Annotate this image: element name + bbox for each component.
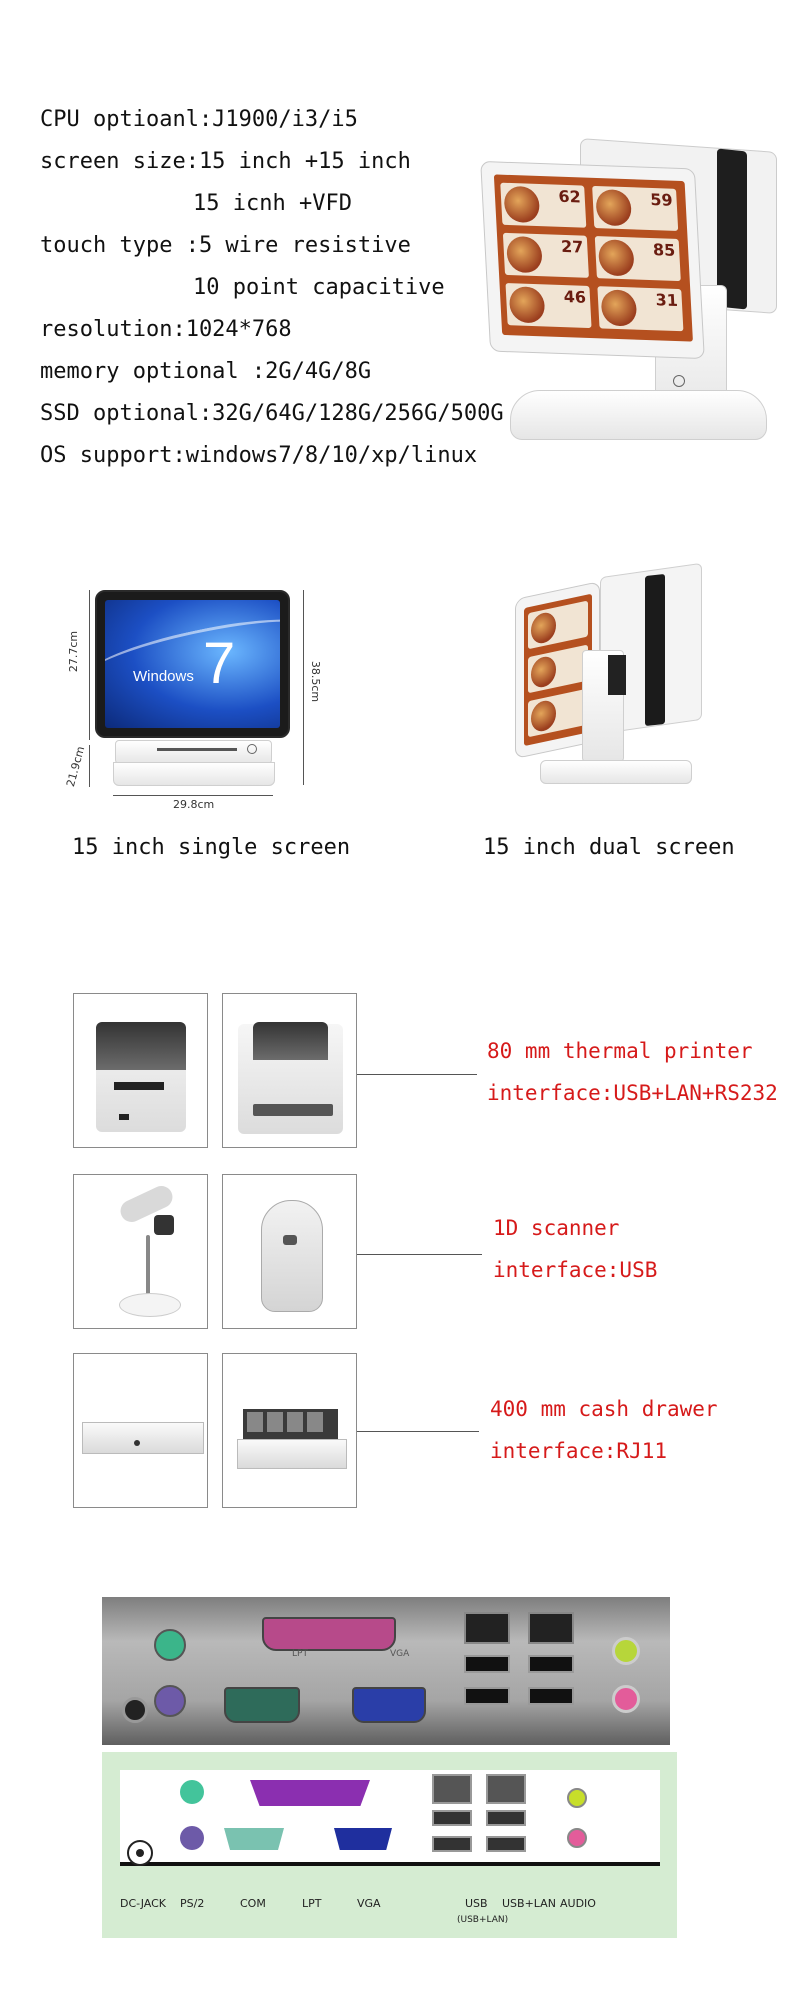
com-diagram-icon [224, 1828, 284, 1850]
spec-touch-type-alt: 10 point capacitive [193, 275, 445, 300]
port-label-dc-jack: DC-JACK [120, 1897, 167, 1910]
hero-pos-terminal: 62 59 27 85 46 31 [480, 135, 780, 445]
back-panel-photo: LPT VGA [102, 1597, 670, 1745]
port-label-vga: VGA [357, 1897, 381, 1910]
com-port-icon [224, 1687, 300, 1723]
power-button-icon [247, 744, 257, 754]
lan-port-icon [464, 1612, 510, 1644]
usb-diagram-icon [486, 1810, 526, 1826]
port-label-ps2: PS/2 [180, 1897, 205, 1910]
port-label-com: COM [240, 1897, 266, 1910]
lan-port-icon [528, 1612, 574, 1644]
scanner-interface: interface:USB [493, 1258, 658, 1282]
windows-number: 7 [203, 631, 236, 696]
spec-os: OS support:windows7/8/10/xp/linux [40, 443, 478, 468]
menu-price: 85 [652, 240, 676, 260]
vga-port-icon [352, 1687, 426, 1723]
windows-screen: Windows 7 [105, 600, 280, 728]
spec-screen-size-alt: 15 icnh +VFD [193, 191, 352, 216]
audio-pink-port-icon [612, 1685, 640, 1713]
power-button-icon [673, 375, 685, 387]
spec-screen-size: screen size:15 inch +15 inch [40, 149, 411, 174]
dc-jack-port-icon [122, 1697, 148, 1723]
scanner-title: 1D scanner [493, 1216, 620, 1240]
single-screen-caption: 15 inch single screen [72, 835, 351, 860]
usb-port-icon [528, 1655, 574, 1673]
audio-out-diagram-icon [567, 1788, 587, 1808]
dimension-height: 27.7cm [67, 630, 81, 673]
scanner-stand-photo [73, 1174, 208, 1329]
ps2-mouse-diagram-icon [180, 1780, 204, 1804]
printer-front-photo [73, 993, 208, 1148]
photo-lpt-label: LPT [292, 1649, 308, 1659]
menu-price: 59 [649, 189, 674, 210]
port-diagram: DC-JACK PS/2 COM LPT VGA USB (USB+LAN) U… [102, 1752, 677, 1938]
dc-jack-diagram-icon [127, 1840, 153, 1866]
single-screen-product: Windows 7 27.7cm 38.5cm 21.9cm 29.8cm [64, 580, 325, 811]
dual-screen-caption: 15 inch dual screen [483, 835, 735, 860]
spec-resolution: resolution:1024*768 [40, 317, 292, 342]
cash-drawer-closed-photo [73, 1353, 208, 1508]
usb-diagram-icon [432, 1810, 472, 1826]
port-label-usb: USB [465, 1897, 488, 1910]
usb-port-icon [528, 1687, 574, 1705]
audio-green-port-icon [612, 1637, 640, 1665]
photo-vga-label: VGA [390, 1649, 410, 1659]
port-label-lpt: LPT [302, 1897, 322, 1910]
hero-menu-screen: 62 59 27 85 46 31 [493, 174, 693, 342]
audio-in-diagram-icon [567, 1828, 587, 1848]
ps2-keyboard-diagram-icon [180, 1826, 204, 1850]
printer-interface: interface:USB+LAN+RS232 [487, 1081, 778, 1105]
lpt-diagram-icon [250, 1780, 370, 1806]
usb-diagram-icon [432, 1836, 472, 1852]
windows-word: Windows [133, 668, 194, 685]
menu-price: 27 [560, 236, 584, 257]
usb-port-icon [464, 1687, 510, 1705]
port-label-usb-sub: (USB+LAN) [457, 1915, 509, 1925]
drawer-title: 400 mm cash drawer [490, 1397, 718, 1421]
dual-screen-product [510, 560, 730, 820]
spec-ssd: SSD optional:32G/64G/128G/256G/500G [40, 401, 504, 426]
dimension-width: 29.8cm [173, 798, 215, 811]
drawer-interface: interface:RJ11 [490, 1439, 668, 1463]
vga-diagram-icon [334, 1828, 392, 1850]
spec-memory: memory optional :2G/4G/8G [40, 359, 372, 384]
dimension-base: 21.9cm [64, 744, 88, 789]
ps2-purple-port-icon [154, 1685, 186, 1717]
usb-diagram-icon [486, 1836, 526, 1852]
menu-price: 46 [563, 287, 587, 307]
printer-title: 80 mm thermal printer [487, 1039, 753, 1063]
lan-diagram-icon [486, 1774, 526, 1804]
usb-port-icon [464, 1655, 510, 1673]
port-label-audio: AUDIO [560, 1897, 596, 1910]
ps2-green-port-icon [154, 1629, 186, 1661]
menu-price: 31 [655, 290, 679, 311]
lan-diagram-icon [432, 1774, 472, 1804]
dimension-total-height: 38.5cm [309, 660, 323, 703]
scanner-photo [222, 1174, 357, 1329]
lpt-port-icon [262, 1617, 396, 1651]
cash-drawer-open-photo [222, 1353, 357, 1508]
spec-cpu: CPU optioanl:J1900/i3/i5 [40, 107, 358, 132]
printer-back-photo [222, 993, 357, 1148]
menu-price: 62 [558, 186, 582, 207]
port-label-usb-lan: USB+LAN [502, 1897, 556, 1910]
spec-touch-type: touch type :5 wire resistive [40, 233, 411, 258]
